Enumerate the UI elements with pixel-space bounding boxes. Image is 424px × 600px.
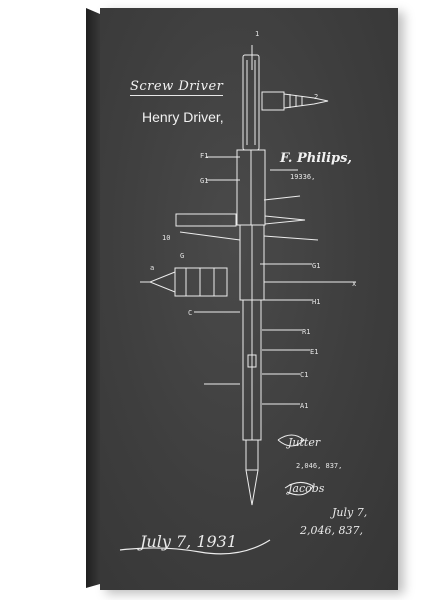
top-bit-holder — [261, 91, 285, 111]
bottom-signature: July 7, 1931 — [140, 532, 238, 551]
svg-text:F1: F1 — [200, 152, 208, 160]
signature-lower: Jacobs — [288, 482, 325, 495]
svg-text:G: G — [180, 252, 184, 260]
top-bit — [283, 93, 329, 109]
svg-text:A1: A1 — [300, 402, 308, 410]
svg-text:a: a — [150, 264, 154, 272]
seal-scribble — [277, 434, 305, 447]
patent-title: Screw Driver — [130, 79, 224, 96]
svg-text:R1: R1 — [302, 328, 310, 336]
patent-number-small: 2,046, 837, — [296, 462, 343, 470]
left-bit-holder — [174, 267, 228, 297]
svg-text:G1: G1 — [312, 262, 320, 270]
svg-text:2: 2 — [314, 93, 318, 101]
date-line: July 7, — [332, 506, 368, 519]
assignee-name: F. Philips, — [280, 151, 352, 166]
inventor-name: Henry Driver, — [142, 109, 224, 125]
chalkboard-canvas: Screw Driver Henry Driver, F. Philips, 1… — [100, 8, 398, 590]
left-bit-tip — [148, 271, 176, 293]
bottom-flourish — [119, 539, 271, 555]
svg-text:1: 1 — [255, 30, 259, 38]
svg-text:H1: H1 — [312, 298, 320, 306]
bottom-patent-number: 2,046, 837, — [300, 524, 363, 537]
second-scribble — [284, 482, 314, 496]
svg-text:G1: G1 — [200, 177, 208, 185]
diagram-letter-labels: 1 2 F1 G1 10 G a G1 x C H1 R1 E1 C1 A1 — [150, 30, 356, 410]
svg-text:C1: C1 — [300, 371, 308, 379]
svg-text:10: 10 — [162, 234, 170, 242]
upper-handle — [242, 54, 260, 151]
canvas-side-edge — [86, 8, 100, 588]
leader-lines — [179, 156, 319, 405]
middle-bit-shank — [175, 213, 237, 227]
svg-text:x: x — [352, 280, 356, 288]
middle-bit-tip — [264, 215, 306, 225]
screwdriver-tip — [245, 469, 259, 506]
tip-collar — [245, 439, 259, 471]
reference-number: 19336, — [290, 173, 316, 181]
slot-marker — [247, 354, 257, 368]
svg-text:C: C — [188, 309, 192, 317]
svg-text:E1: E1 — [310, 348, 318, 356]
